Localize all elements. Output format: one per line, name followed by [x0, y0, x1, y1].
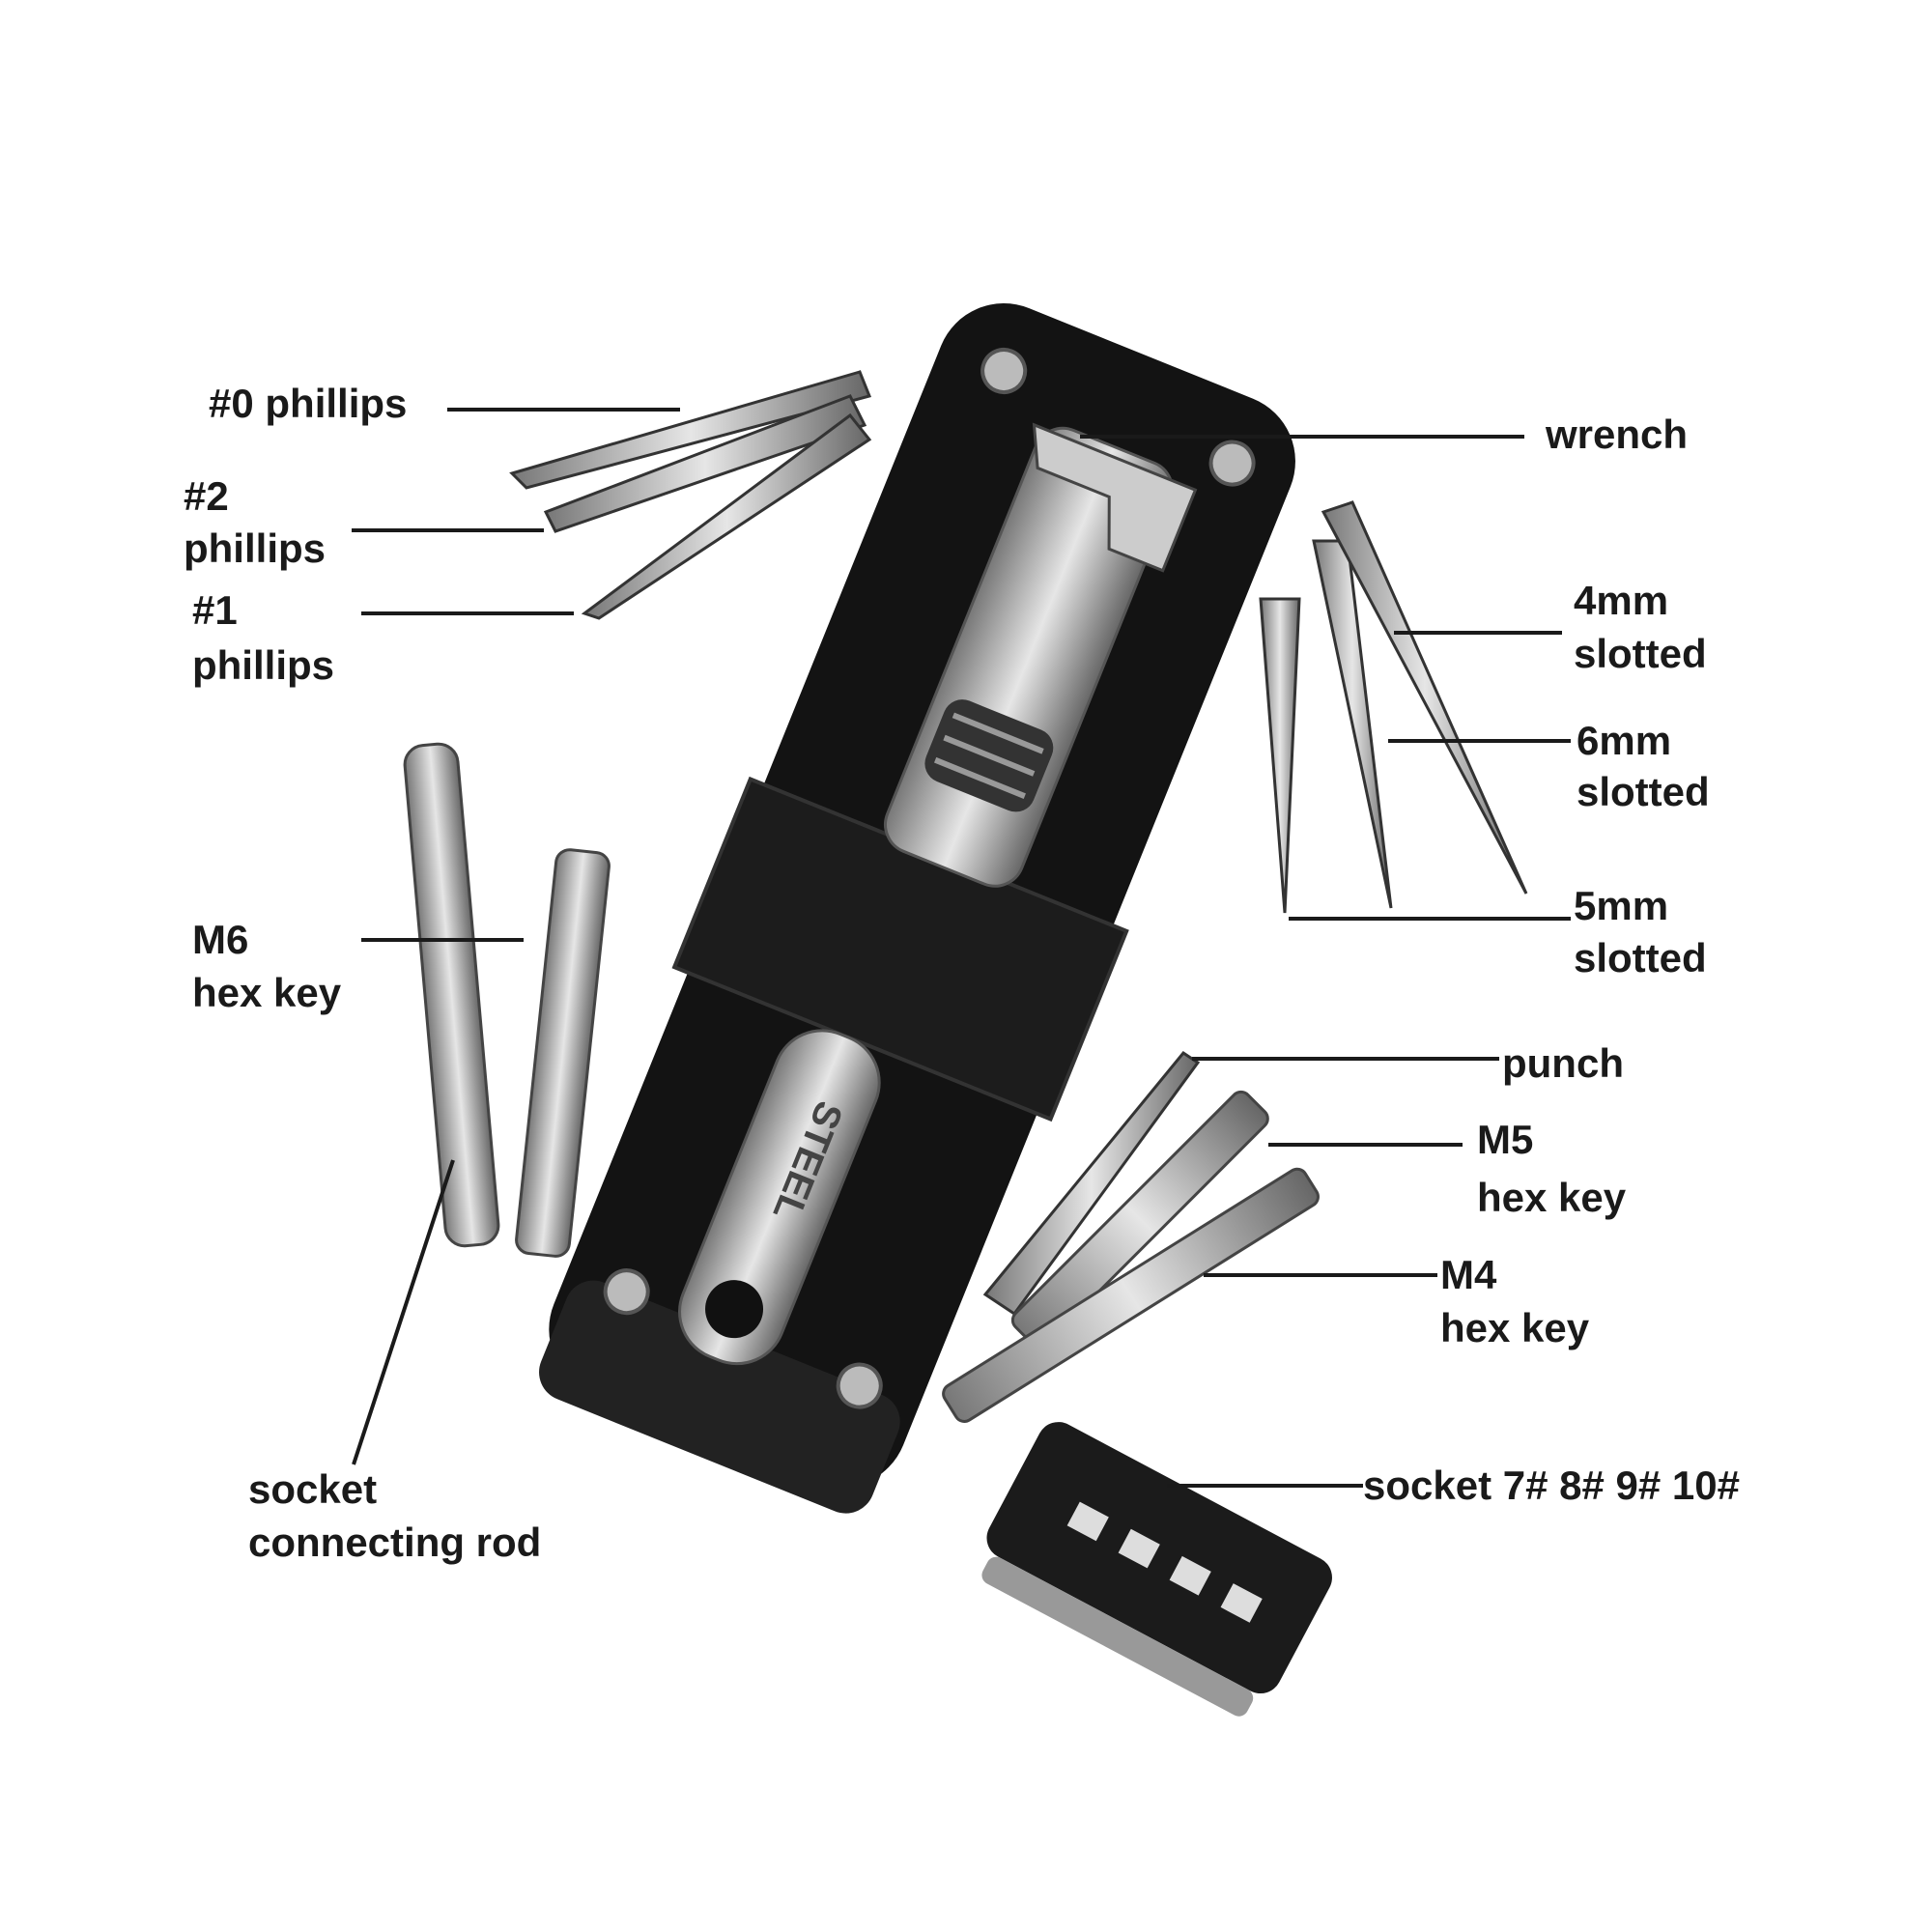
lower-right-tools [942, 1050, 1320, 1423]
worm-screw [924, 699, 1054, 812]
socket-9 [1169, 1555, 1211, 1596]
label-slotted-5mm-text: slotted [1574, 935, 1707, 980]
label-m4-size: M4 [1440, 1252, 1497, 1297]
label-slotted-4mm-size: 4mm [1574, 578, 1669, 623]
slotted-bits [1259, 500, 1528, 914]
label-m5-size: M5 [1477, 1117, 1534, 1162]
slotted-6mm-bit [1312, 539, 1393, 909]
label-m6-text: hex key [192, 970, 342, 1015]
phillips-2-bit [543, 394, 867, 533]
label-phillips-1-text: phillips [192, 642, 334, 688]
m4-hex-key [942, 1167, 1320, 1423]
label-punch: punch [1502, 1040, 1624, 1086]
screw-bottom-left [603, 1268, 650, 1316]
label-rod-line2: connecting rod [248, 1520, 542, 1565]
phillips-0-bit [509, 370, 872, 490]
label-rod-line1: socket [248, 1466, 378, 1512]
screw-top-right [1208, 440, 1256, 487]
phillips-bits [509, 370, 872, 620]
socket-block [981, 1422, 1332, 1717]
leader-lines [352, 408, 1571, 1488]
screw-bottom-right [836, 1362, 883, 1409]
label-phillips-2-number: #2 [184, 473, 229, 519]
socket-10 [1220, 1583, 1263, 1623]
label-phillips-1-number: #1 [192, 587, 238, 633]
label-m6-size: M6 [192, 917, 249, 962]
label-wrench: wrench [1546, 412, 1689, 457]
socket-8 [1118, 1528, 1160, 1569]
m6-hex-key [515, 848, 611, 1258]
label-slotted-6mm-size: 6mm [1577, 718, 1672, 763]
label-phillips-0: #0 phillips [209, 381, 408, 426]
punch [982, 1050, 1201, 1317]
label-m5-text: hex key [1477, 1175, 1627, 1220]
socket-7 [1066, 1501, 1109, 1542]
slotted-4mm-bit [1321, 500, 1528, 895]
socket-connecting-rod [403, 742, 500, 1248]
wrench-handle: STEEL [678, 1029, 881, 1366]
m5-hex-key [1010, 1090, 1269, 1349]
label-slotted-5mm-size: 5mm [1574, 883, 1669, 928]
adjustable-wrench [884, 422, 1198, 888]
label-slotted-6mm-text: slotted [1577, 769, 1710, 814]
tool-body: STEEL [539, 303, 1295, 1514]
label-m4-text: hex key [1440, 1305, 1590, 1350]
label-socket: socket 7# 8# 9# 10# [1363, 1463, 1740, 1508]
screw-top-left [980, 348, 1028, 395]
label-slotted-4mm-text: slotted [1574, 631, 1707, 676]
label-phillips-2-text: phillips [184, 526, 326, 571]
slotted-5mm-bit [1259, 597, 1301, 914]
phillips-1-bit [581, 412, 872, 620]
handle-hole [705, 1280, 764, 1339]
leader-connecting-rod [352, 1159, 455, 1465]
